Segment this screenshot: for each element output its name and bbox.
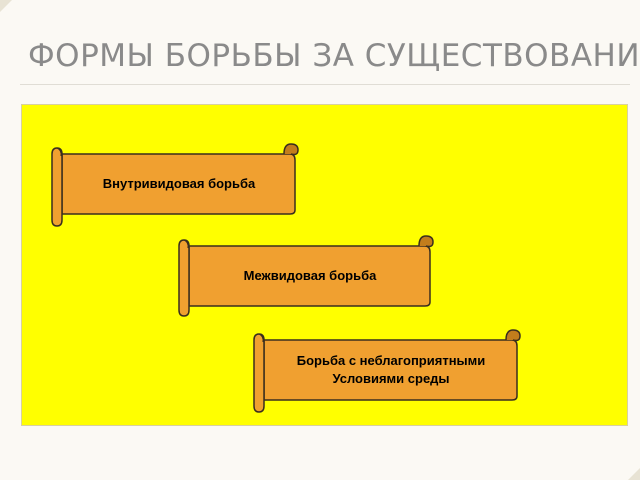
scroll-interspecific: Межвидовая борьба [175, 232, 435, 317]
slide-title: Формы борьбы за существование [28, 38, 640, 74]
scroll-label-line2: Условиями среды [332, 371, 450, 386]
scroll-environment: Борьба с неблагоприятными Условиями сред… [250, 326, 522, 413]
scroll-label-line1: Борьба с неблагоприятными [296, 353, 486, 368]
scroll-label: Борьба с неблагоприятными Условиями сред… [264, 340, 518, 400]
title-divider [20, 84, 630, 85]
scroll-shape [51, 143, 299, 227]
scroll-shape [253, 329, 521, 413]
scroll-intraspecific: Внутривидовая борьба [48, 140, 300, 227]
scroll-label: Внутривидовая борьба [102, 176, 256, 191]
scroll-shape [178, 235, 434, 317]
scroll-label: Межвидовая борьба [243, 268, 377, 283]
